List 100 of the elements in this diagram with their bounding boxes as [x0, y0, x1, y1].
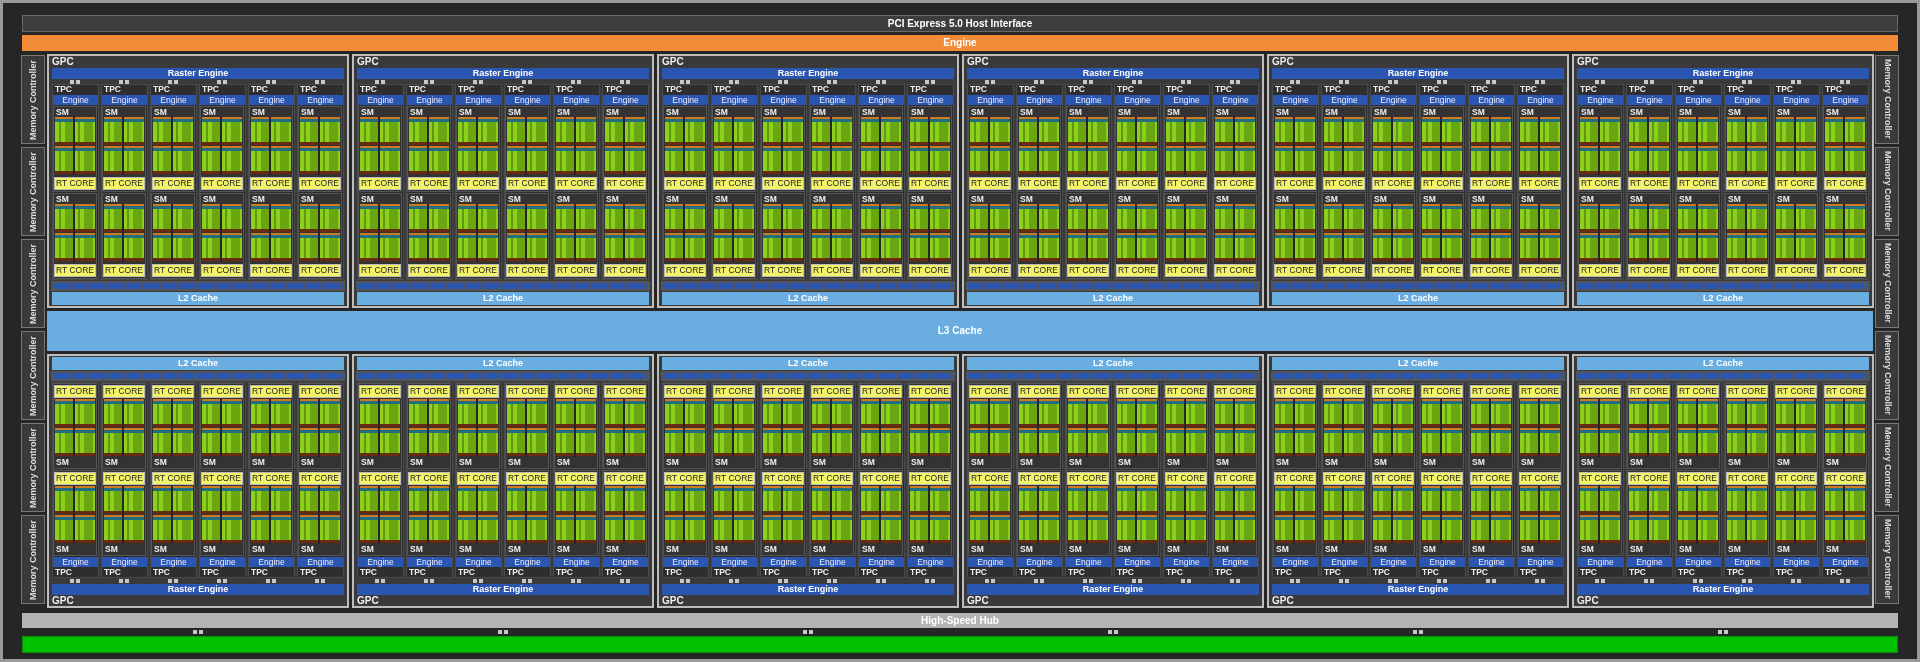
rt-core-block: RT CORE — [1677, 385, 1719, 398]
engine-bar: Engine — [298, 557, 343, 567]
tpc-block — [907, 84, 954, 280]
gpc-block — [1267, 54, 1569, 308]
sm-block — [151, 470, 195, 556]
sm-block — [859, 383, 903, 469]
engine-bar: Engine — [1213, 557, 1258, 567]
tpc-label: TPC — [970, 85, 987, 94]
sm-block — [1469, 193, 1513, 279]
sm-block — [298, 383, 342, 469]
rt-core-block: RT CORE — [1726, 385, 1768, 398]
sm-label: SM — [410, 108, 423, 117]
rt-core-block: RT CORE — [103, 385, 145, 398]
tpc-block — [1272, 84, 1319, 280]
rt-core-block: RT CORE — [909, 177, 951, 190]
tpc-block — [1822, 382, 1869, 578]
sm-block — [1676, 193, 1720, 279]
sm-block — [554, 383, 598, 469]
tpc-label: TPC — [1373, 85, 1390, 94]
sm-label: SM — [154, 545, 167, 554]
sm-block — [505, 383, 549, 469]
tpc-label: TPC — [1068, 568, 1085, 577]
rt-core-block: RT CORE — [664, 472, 706, 485]
sm-block — [603, 383, 647, 469]
rt-core-block: RT CORE — [1323, 177, 1365, 190]
engine-bar: Engine — [249, 95, 294, 105]
sm-label: SM — [1423, 108, 1436, 117]
sm-label: SM — [1020, 195, 1033, 204]
sm-label: SM — [1276, 108, 1289, 117]
gpc-label: GPC — [1577, 596, 1599, 606]
sm-label: SM — [1423, 458, 1436, 467]
rt-core-block: RT CORE — [664, 177, 706, 190]
rt-core-block: RT CORE — [152, 472, 194, 485]
sm-label: SM — [911, 545, 924, 554]
sm-block — [151, 193, 195, 279]
engine-bar: Engine — [1371, 95, 1416, 105]
memory-controller-block: Memory Controller — [1875, 239, 1899, 328]
sm-label: SM — [1118, 458, 1131, 467]
sm-block — [249, 106, 293, 192]
sm-block — [1213, 383, 1257, 469]
rt-core-block: RT CORE — [1824, 385, 1866, 398]
rt-core-block: RT CORE — [152, 177, 194, 190]
l2-cache-bar: L2 Cache — [1272, 292, 1564, 305]
sm-block — [554, 106, 598, 192]
engine-bar: Engine — [712, 95, 757, 105]
rt-core-block: RT CORE — [1628, 472, 1670, 485]
rt-core-block: RT CORE — [1067, 264, 1109, 277]
sm-label: SM — [1167, 195, 1180, 204]
tpc-label: TPC — [1215, 568, 1232, 577]
sm-block — [407, 383, 451, 469]
sm-block — [298, 470, 342, 556]
sm-block — [53, 106, 97, 192]
rt-core-block: RT CORE — [1628, 177, 1670, 190]
sm-label: SM — [301, 108, 314, 117]
tpc-block — [602, 84, 649, 280]
tpc-block — [1321, 382, 1368, 578]
tpc-label: TPC — [360, 85, 377, 94]
tpc-label: TPC — [1373, 568, 1390, 577]
tpc-block — [1163, 382, 1210, 578]
sm-block — [200, 383, 244, 469]
rt-core-block: RT CORE — [1519, 177, 1561, 190]
sm-label: SM — [508, 195, 521, 204]
sm-block — [1322, 383, 1366, 469]
sm-label: SM — [1521, 108, 1534, 117]
rt-core-block: RT CORE — [969, 177, 1011, 190]
sm-label: SM — [606, 195, 619, 204]
sm-label: SM — [252, 195, 265, 204]
sm-label: SM — [1325, 195, 1338, 204]
raster-engine-bar: Raster Engine — [1577, 584, 1869, 595]
rt-core-block: RT CORE — [1579, 177, 1621, 190]
sm-block — [663, 383, 707, 469]
sm-label: SM — [105, 195, 118, 204]
l2-cache-bar: L2 Cache — [52, 357, 344, 370]
tpc-block — [1577, 84, 1624, 280]
sm-label: SM — [911, 108, 924, 117]
rt-core-block: RT CORE — [1726, 177, 1768, 190]
rt-core-block: RT CORE — [811, 472, 853, 485]
rt-core-block: RT CORE — [201, 385, 243, 398]
tpc-block — [1773, 382, 1820, 578]
rt-core-block: RT CORE — [1824, 177, 1866, 190]
memory-controller-block: Memory Controller — [21, 239, 45, 328]
tpc-block — [406, 382, 453, 578]
tpc-label: TPC — [1678, 85, 1695, 94]
sm-label: SM — [813, 195, 826, 204]
engine-bar: Engine — [859, 557, 904, 567]
sm-block — [1518, 106, 1562, 192]
rt-core-block: RT CORE — [201, 177, 243, 190]
tpc-block — [711, 382, 758, 578]
sm-label: SM — [1679, 458, 1692, 467]
rt-core-block: RT CORE — [1214, 264, 1256, 277]
engine-bar: Engine — [1627, 95, 1672, 105]
sm-label: SM — [203, 108, 216, 117]
gpc-label: GPC — [1272, 57, 1294, 67]
sm-label: SM — [56, 458, 69, 467]
rt-core-block: RT CORE — [1165, 177, 1207, 190]
rt-core-block: RT CORE — [1018, 177, 1060, 190]
sm-block — [1213, 106, 1257, 192]
tpc-label: TPC — [1117, 85, 1134, 94]
tpc-block — [406, 84, 453, 280]
sm-label: SM — [1325, 458, 1338, 467]
